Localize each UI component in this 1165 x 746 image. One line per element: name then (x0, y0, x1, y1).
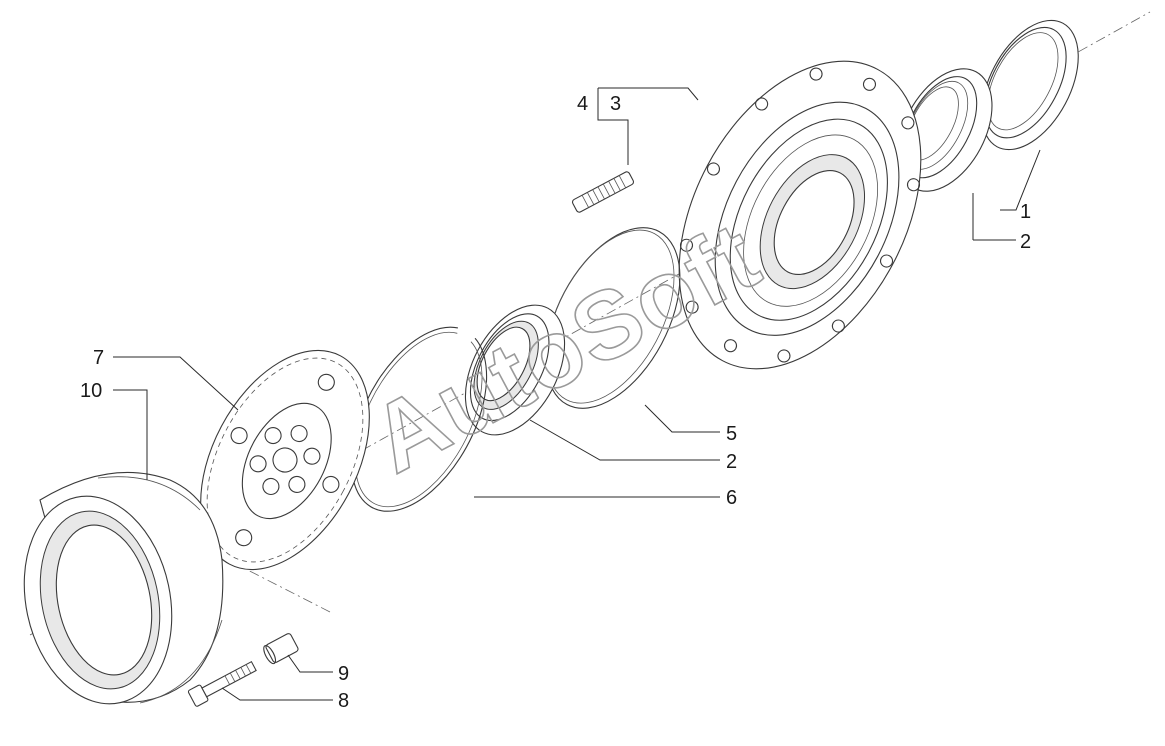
bearing-part-2-inner (464, 304, 566, 436)
callout-9: 9 (338, 663, 349, 685)
bolt-axis-line (231, 561, 331, 613)
leader-10 (113, 389, 148, 480)
leader-9 (287, 654, 333, 673)
hub-flange (678, 60, 922, 370)
stud-part-3 (571, 171, 635, 213)
leader-4-hub (598, 87, 699, 101)
leader-7 (113, 356, 239, 411)
bolt-part-8 (187, 660, 257, 707)
sleeve-part-9 (263, 633, 299, 665)
seal-ring-part-1 (981, 19, 1079, 151)
callout-1: 1 (1020, 201, 1031, 223)
snap-ring-part-6 (350, 326, 488, 512)
callout-10: 10 (80, 380, 102, 402)
callout-4: 4 (577, 93, 588, 115)
callout-2-bearing-middle: 2 (726, 451, 737, 473)
leader-3-4 (597, 88, 629, 165)
callout-7: 7 (93, 347, 104, 369)
leader-2b (529, 419, 720, 461)
leader-1 (1000, 149, 1041, 211)
leader-5 (644, 404, 720, 433)
callout-3: 3 (610, 93, 621, 115)
ring-gear-part-10 (23, 471, 224, 705)
leader-lines (113, 87, 1041, 701)
o-ring-part-5 (545, 227, 681, 409)
callout-6: 6 (726, 487, 737, 509)
callout-8: 8 (338, 690, 349, 712)
callout-5: 5 (726, 423, 737, 445)
leader-8 (221, 687, 333, 701)
gear-carrier-part-7 (200, 349, 370, 571)
callout-2-bearing-right: 2 (1020, 231, 1031, 253)
